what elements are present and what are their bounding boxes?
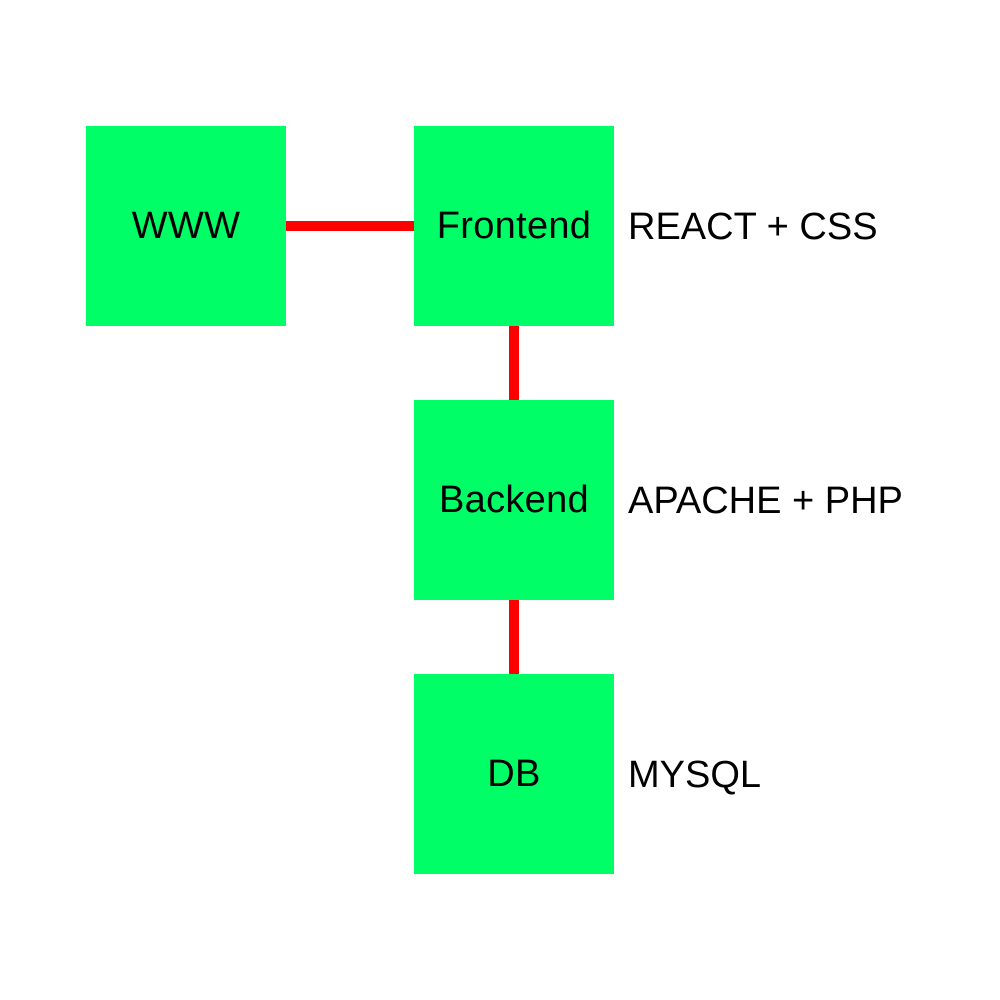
node-db-label: DB bbox=[487, 752, 541, 795]
node-backend: Backend bbox=[414, 400, 614, 600]
connector-frontend-backend bbox=[509, 325, 519, 401]
node-www: WWW bbox=[86, 126, 286, 326]
node-frontend-label: Frontend bbox=[436, 204, 592, 247]
frontend-tech-label: REACT + CSS bbox=[628, 206, 878, 248]
backend-tech-label: APACHE + PHP bbox=[628, 480, 903, 522]
node-db: DB bbox=[414, 674, 614, 874]
db-tech-label: MYSQL bbox=[628, 754, 762, 796]
connector-backend-db bbox=[509, 599, 519, 675]
node-backend-label: Backend bbox=[439, 478, 589, 521]
node-frontend: Frontend bbox=[414, 126, 614, 326]
node-www-label: WWW bbox=[131, 204, 241, 247]
connector-www-frontend bbox=[286, 221, 415, 231]
